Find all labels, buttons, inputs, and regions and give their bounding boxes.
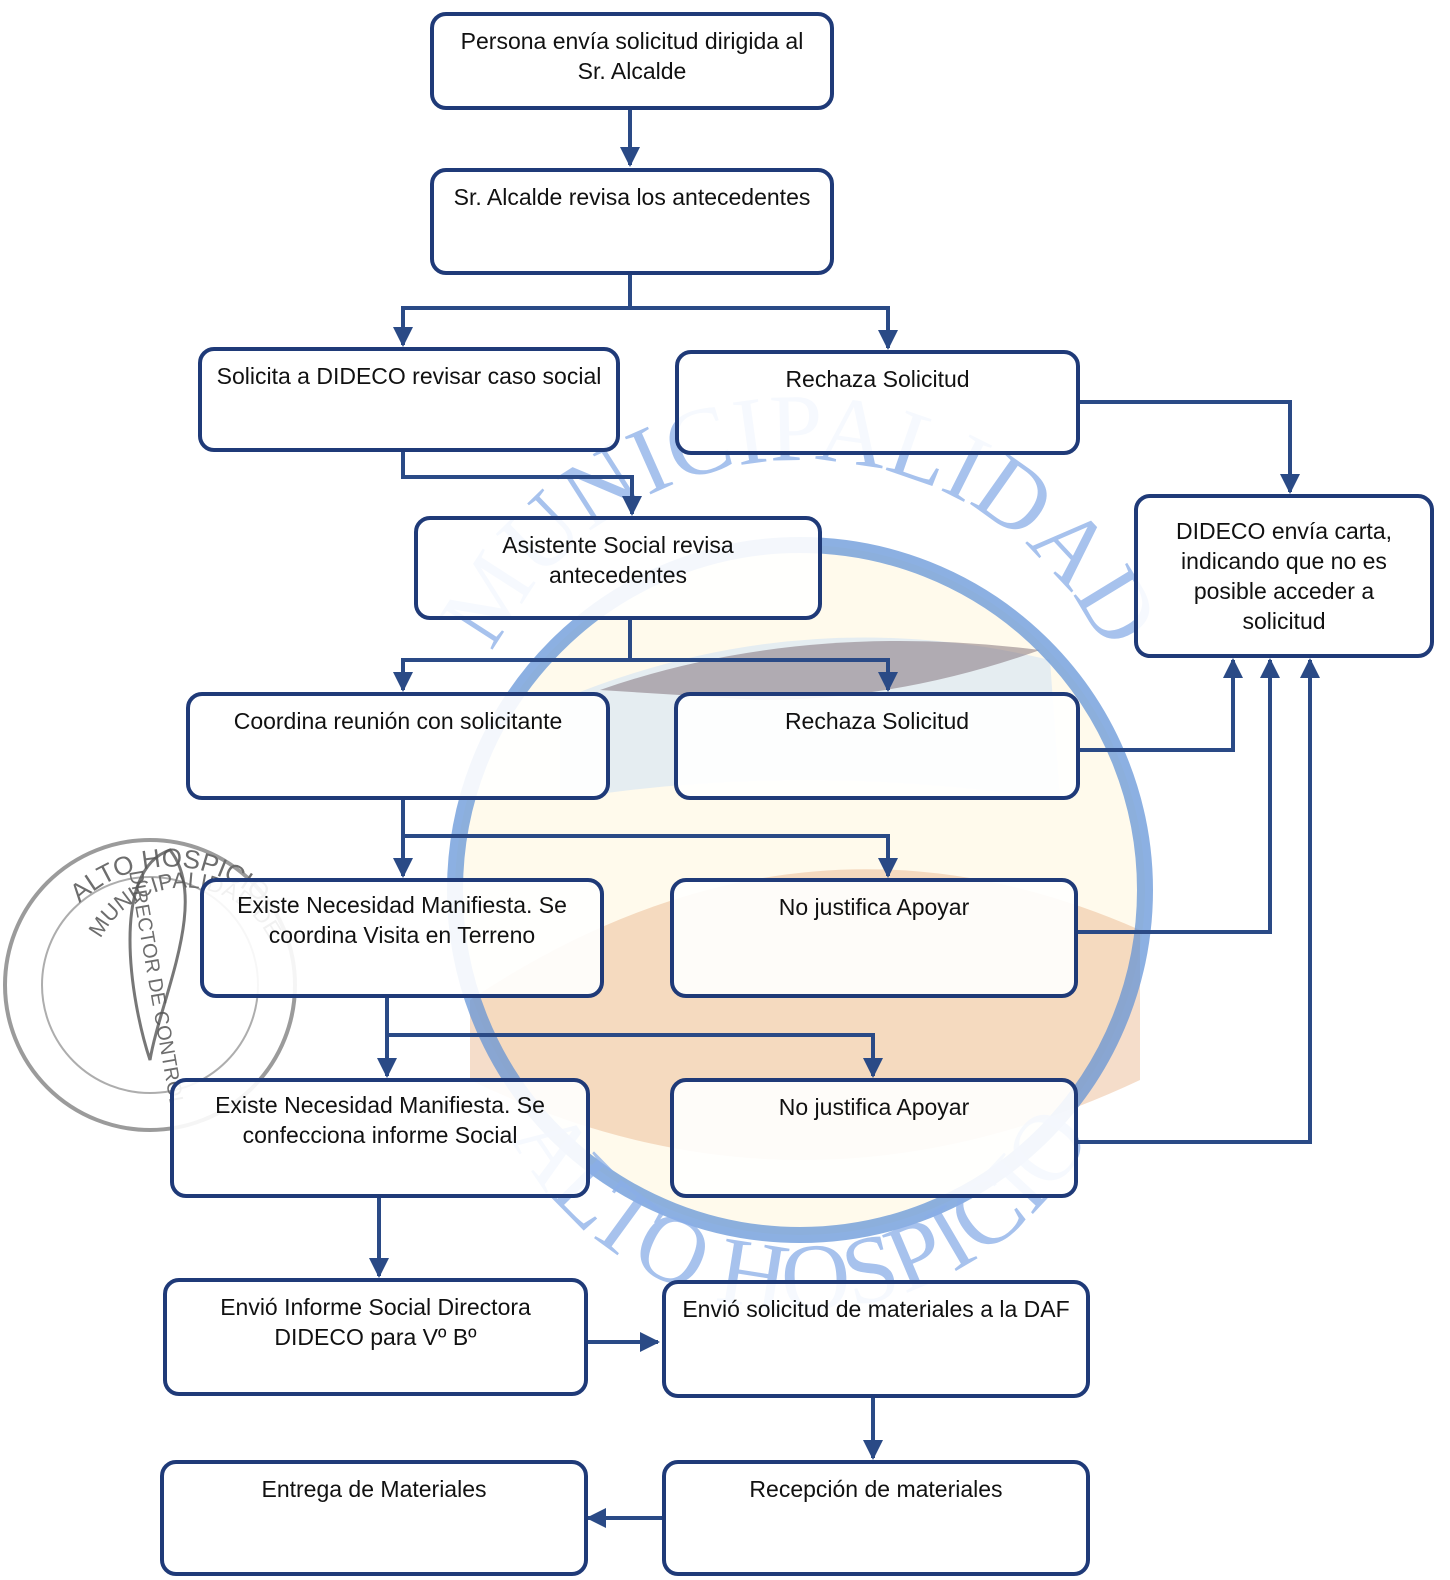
node-asistente-revisa: Asistente Social revisa antecedentes [414,516,822,620]
edge-alcalde-to-rechaza1 [630,306,898,350]
node-entrega-materiales-label: Entrega de Materiales [261,1476,487,1502]
edge-visita-to-nojust2 [387,1033,883,1078]
node-envio-materiales: Envió solicitud de materiales a la DAF [662,1280,1090,1398]
node-solicita-dideco-label: Solicita a DIDECO revisar caso social [216,363,602,389]
node-necesidad-informe-label: Existe Necesidad Manifiesta. Se confecci… [215,1092,545,1148]
node-recepcion-materiales: Recepción de materiales [662,1460,1090,1576]
node-necesidad-visita: Existe Necesidad Manifiesta. Se coordina… [200,878,604,998]
edge-nojust1-to-carta [1076,658,1280,934]
node-envio-materiales-label: Envió solicitud de materiales a la DAF [682,1296,1070,1322]
node-solicita-dideco: Solicita a DIDECO revisar caso social [198,347,620,452]
edge-asistente-to-coordina [393,620,632,692]
node-no-justifica-2-label: No justifica Apoyar [778,1094,970,1120]
node-rechaza-solicitud-2: Rechaza Solicitud [674,692,1080,800]
node-alcalde-revisa: Sr. Alcalde revisa los antecedentes [430,168,834,275]
node-recepcion-materiales-label: Recepción de materiales [749,1476,1003,1502]
node-asistente-revisa-label: Asistente Social revisa antecedentes [502,532,734,588]
node-alcalde-revisa-label: Sr. Alcalde revisa los antecedentes [453,184,811,210]
edge-alcalde-to-solicita [393,275,632,347]
node-no-justifica-1: No justifica Apoyar [670,878,1078,998]
node-dideco-carta-label: DIDECO envía carta, indicando que no es … [1175,518,1393,634]
node-no-justifica-2: No justifica Apoyar [670,1078,1078,1198]
edge-nojust2-to-carta [1076,658,1320,1144]
node-persona-envia-label: Persona envía solicitud dirigida al Sr. … [460,28,804,84]
node-coordina-reunion: Coordina reunión con solicitante [186,692,610,800]
node-rechaza-solicitud-1: Rechaza Solicitud [675,350,1080,455]
node-necesidad-informe: Existe Necesidad Manifiesta. Se confecci… [170,1078,590,1198]
node-entrega-materiales: Entrega de Materiales [160,1460,588,1576]
node-coordina-reunion-label: Coordina reunión con solicitante [233,708,563,734]
node-envio-informe-label: Envió Informe Social Directora DIDECO pa… [220,1294,531,1350]
edge-rechaza1-to-carta [1078,400,1300,494]
edge-rechaza2-to-carta [1078,658,1243,752]
node-dideco-carta: DIDECO envía carta, indicando que no es … [1134,494,1434,658]
node-envio-informe: Envió Informe Social Directora DIDECO pa… [163,1278,588,1396]
node-persona-envia: Persona envía solicitud dirigida al Sr. … [430,12,834,110]
edge-coordina-to-nojust1 [403,834,898,878]
node-rechaza-solicitud-2-label: Rechaza Solicitud [784,708,970,734]
node-rechaza-solicitud-1-label: Rechaza Solicitud [785,366,970,392]
node-necesidad-visita-label: Existe Necesidad Manifiesta. Se coordina… [237,892,567,948]
edge-asistente-to-rechaza2 [630,658,898,692]
node-no-justifica-1-label: No justifica Apoyar [778,894,970,920]
edge-solicita-to-asistente [401,452,642,516]
